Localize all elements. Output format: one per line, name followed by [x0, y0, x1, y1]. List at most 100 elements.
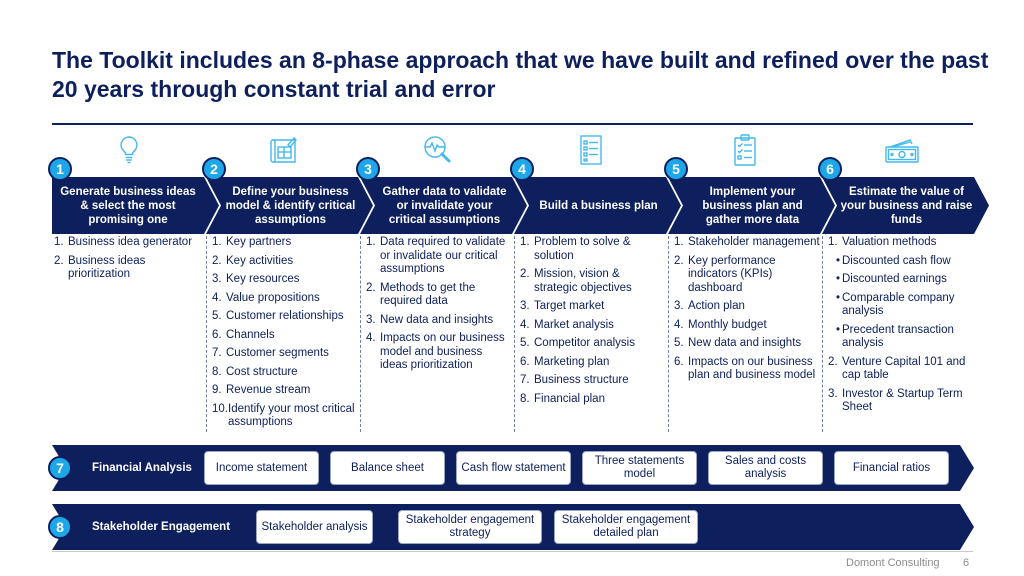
list-item-number: 5. — [520, 337, 530, 349]
deliverables-list: 1.Stakeholder management 2. Key performanc… — [674, 236, 820, 383]
list-item-number: • — [836, 323, 841, 336]
list-item-number: 6. — [674, 355, 684, 368]
list-item-text: Venture Capital 101 and cap table — [842, 355, 966, 382]
list-item-text: New data and insights — [688, 337, 802, 349]
list-item: 4.Impacts on our business model and busi… — [366, 332, 512, 373]
list-item-text: Key activities — [226, 254, 294, 267]
list-item: 1.Stakeholder management — [674, 236, 820, 250]
list-item-text: Valuation methods — [842, 236, 937, 248]
tool-pill-financial-ratios[interactable]: Financial ratios — [834, 451, 949, 485]
list-item: 8. Cost structure — [212, 366, 358, 380]
list-item-number: 8. — [212, 365, 222, 378]
list-item: 9. Revenue stream — [212, 384, 358, 398]
list-item: 3.Action plan — [674, 300, 820, 314]
chevron-shape — [822, 177, 989, 234]
phase-5-number-badge: 5 — [664, 157, 688, 181]
phase-8-number-badge: 8 — [48, 515, 72, 539]
list-item-text: Target market — [534, 300, 605, 312]
list-item: 2. Methods to get the required data — [366, 282, 512, 309]
deliverables-list: 1. Data required to validate or invalidat… — [366, 236, 512, 373]
list-item: 6.Channels — [212, 329, 358, 343]
tool-pill-three-statements-model[interactable]: Three statements model — [582, 451, 697, 485]
chevron-shape — [514, 177, 681, 234]
list-item: •Discounted cash flow — [828, 255, 974, 269]
tool-pill-stakeholder-engagement-strategy[interactable]: Stakeholder engagement strategy — [398, 510, 542, 544]
phase-1-number-badge: 1 — [48, 157, 72, 181]
list-item-text: Revenue stream — [226, 384, 311, 396]
list-item-text: Value propositions — [226, 291, 320, 304]
list-item-number: 1. — [212, 236, 222, 248]
list-item-number: 3. — [366, 313, 376, 326]
list-item-number: 4. — [674, 318, 684, 331]
list-item-text: Data required to validate or invalidate … — [380, 236, 506, 275]
list-item: 5.Competitor analysis — [520, 337, 666, 351]
tool-pill-sales-and-costs-analysis[interactable]: Sales and costs analysis — [708, 451, 823, 485]
list-item-text: Stakeholder management — [688, 236, 820, 248]
tool-pill-stakeholder-analysis[interactable]: Stakeholder analysis — [256, 510, 373, 544]
list-item-number: 4. — [212, 291, 222, 304]
list-item-text: Key resources — [226, 273, 300, 285]
list-item-text: Problem to solve & solution — [534, 236, 631, 262]
list-item-text: Business ideas prioritization — [68, 254, 146, 281]
phase-6-label: Estimate the value of your business and … — [840, 185, 973, 226]
list-item: 7.Business structure — [520, 374, 666, 388]
list-item: 10.Identify your most critical assumptio… — [212, 403, 358, 430]
phase-3-number-badge: 3 — [356, 157, 380, 181]
list-item: 1. Key partners — [212, 236, 358, 250]
tool-pill-stakeholder-engagement-detailed-plan[interactable]: Stakeholder engagement detailed plan — [554, 510, 698, 544]
page-number: 6 — [963, 557, 970, 569]
phase-1-chevron — [52, 177, 219, 234]
list-item-text: Monthly budget — [688, 318, 767, 331]
list-item-text: Cost structure — [226, 365, 298, 378]
phase-7-label: Financial Analysis — [92, 462, 192, 474]
list-item-text: Methods to get the required data — [380, 281, 476, 308]
tool-pill-cash-flow-statement[interactable]: Cash flow statement — [456, 451, 571, 485]
list-item-number: 2. — [674, 254, 684, 267]
tool-pill-balance-sheet[interactable]: Balance sheet — [330, 451, 445, 485]
list-item-number: 5. — [674, 337, 684, 349]
list-item-text: Key performance indicators (KPIs) dashbo… — [688, 254, 776, 294]
list-item-number: 1. — [54, 236, 64, 248]
list-item: 8.Financial plan — [520, 393, 666, 407]
list-item-number: 6. — [520, 355, 530, 368]
list-item: 3.New data and insights — [366, 314, 512, 328]
phase-8-band: 8 Stakeholder Engagement Stakeholder analy… — [48, 504, 974, 550]
list-item-number: 2. — [54, 254, 64, 267]
list-item-number: 9. — [212, 384, 222, 396]
phase-8-label: Stakeholder Engagement — [92, 521, 231, 533]
list-item-number: • — [836, 254, 841, 267]
list-item-number: 1. — [366, 236, 376, 248]
list-item: •Discounted earnings — [828, 273, 974, 287]
list-item: 1.Valuation methods — [828, 236, 974, 250]
list-item: 2. Key performance indicators (KPIs) dash… — [674, 255, 820, 296]
list-item-text: Mission, vision & strategic objectives — [534, 268, 632, 294]
list-item-text: Marketing plan — [534, 355, 610, 368]
list-item: 1.Business idea generator — [54, 236, 206, 250]
list-item: 6. Marketing plan — [520, 356, 666, 370]
list-item: 4. Monthly budget — [674, 319, 820, 333]
list-item-number: 2. — [828, 355, 838, 368]
list-item-number: 7. — [212, 347, 222, 359]
phase-6-chevron — [822, 177, 989, 234]
list-item-number: 8. — [520, 392, 530, 405]
list-item-text: Precedent transaction analysis — [842, 323, 954, 350]
list-item: 4. Value propositions — [212, 292, 358, 306]
phase-4-label: Build a business plan — [539, 199, 658, 212]
list-item-text: Key partners — [226, 236, 292, 248]
phase-3-label: Gather data to validate or invalidate yo… — [382, 185, 507, 226]
phase-5-deliverables: 1.Stakeholder management 2. Key performanc… — [668, 236, 820, 432]
list-item: 1. Data required to validate or invalidat… — [366, 236, 512, 277]
money-icon — [882, 133, 919, 167]
list-item-number: 2. — [366, 281, 376, 294]
list-item-number: 4. — [520, 318, 530, 331]
tool-pill-income-statement[interactable]: Income statement — [204, 451, 319, 485]
list-item-text: Identify your most critical assumptions — [228, 402, 355, 429]
list-item-number: 3. — [212, 273, 222, 285]
list-item-text: Comparable company analysis — [842, 291, 955, 318]
list-item-text: Impacts on our business model and busine… — [380, 332, 505, 371]
list-item-number: 3. — [674, 300, 684, 312]
list-item: •Comparable company analysis — [828, 292, 974, 319]
phase-4-number-badge: 4 — [510, 157, 534, 181]
